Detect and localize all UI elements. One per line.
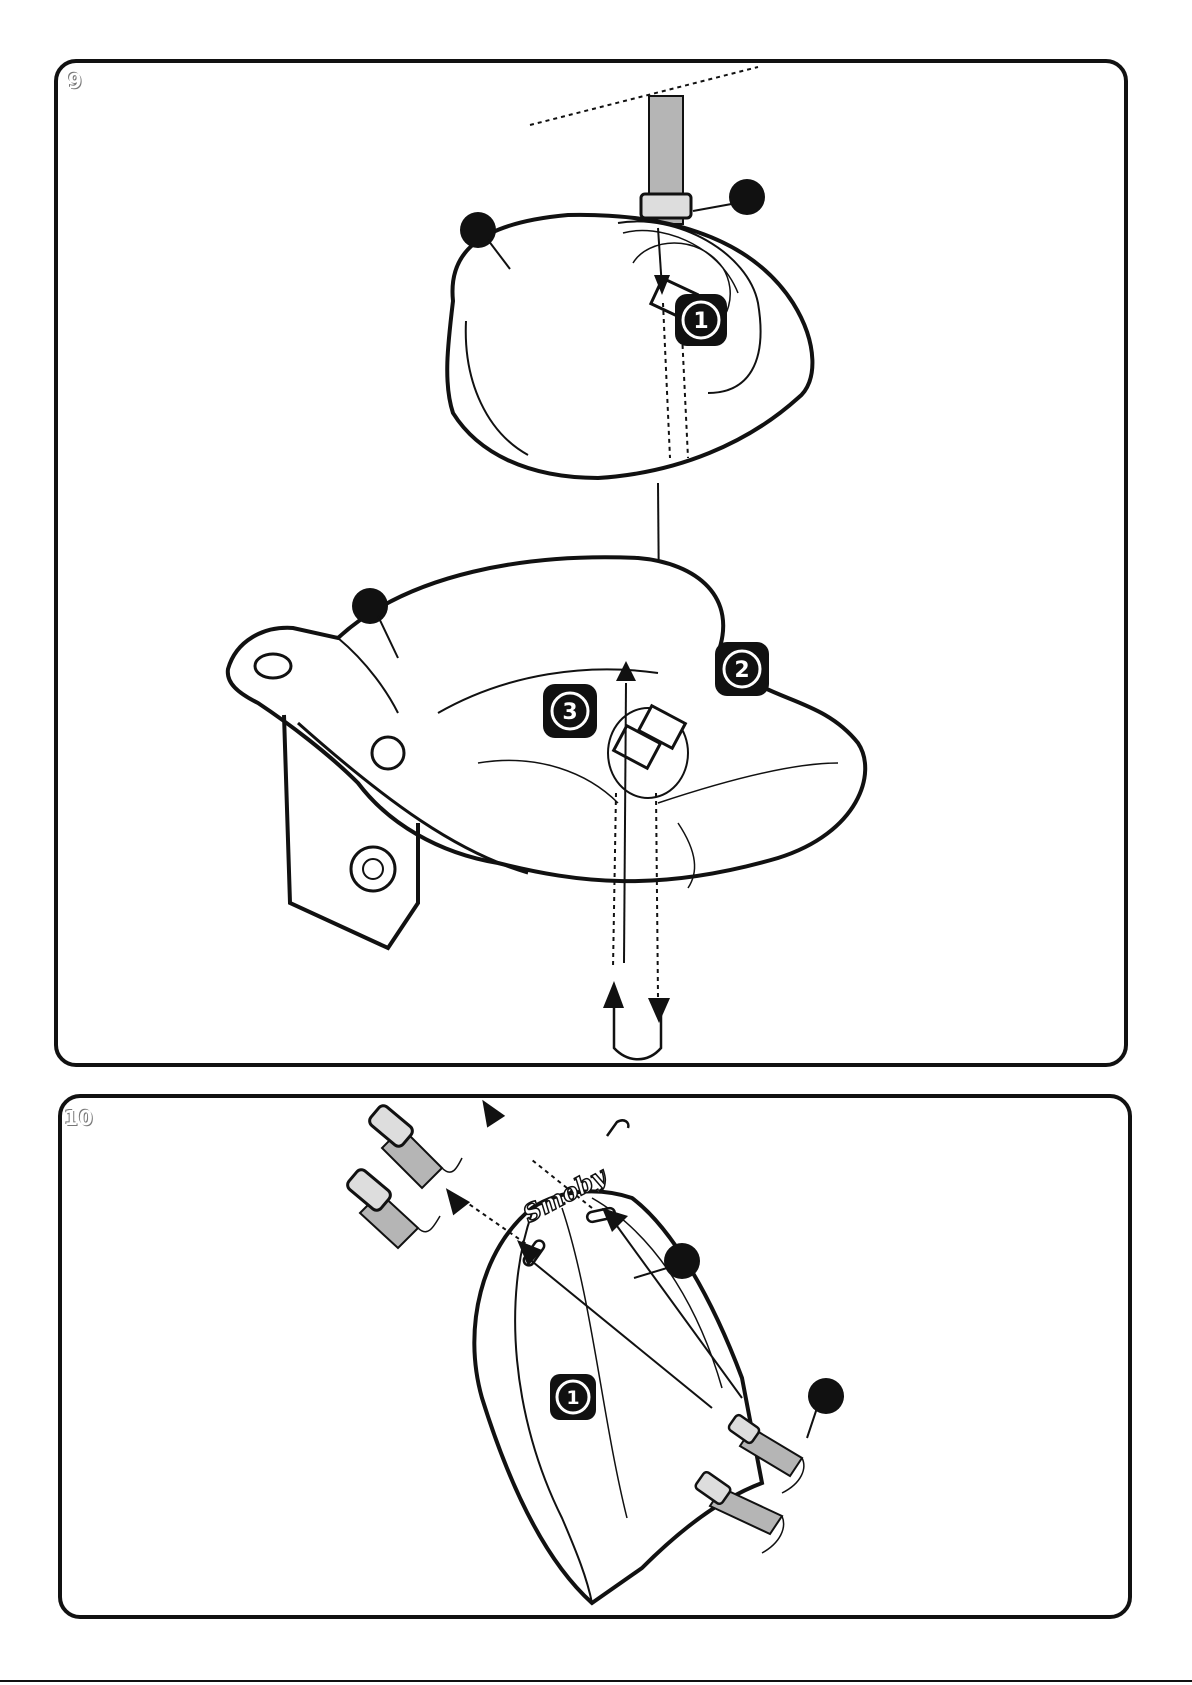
page-footer-rule [0, 1680, 1192, 1682]
step-9-illustration: 1 2 3 [58, 63, 1128, 1067]
badge-1: 1 [550, 1374, 596, 1420]
seat-cover-top [447, 215, 812, 478]
callout-dot [808, 1378, 844, 1414]
backrest [474, 1191, 762, 1603]
badge-3: 3 [543, 684, 597, 738]
badge-1: 1 [675, 294, 727, 346]
strap-buckle [641, 194, 691, 218]
callout-dot [352, 588, 388, 624]
callout-dot [729, 179, 765, 215]
svg-text:1: 1 [566, 1387, 579, 1409]
svg-text:2: 2 [734, 658, 749, 683]
svg-text:1: 1 [693, 309, 708, 334]
step-10-panel: 10 Smoby [58, 1094, 1132, 1619]
strap-end-left-upper [367, 1103, 462, 1188]
callout-dot [664, 1243, 700, 1279]
svg-text:3: 3 [562, 700, 577, 725]
step-9-panel: 9 [54, 59, 1128, 1067]
badge-2: 2 [715, 642, 769, 696]
step-10-illustration: Smoby [62, 1098, 1132, 1619]
